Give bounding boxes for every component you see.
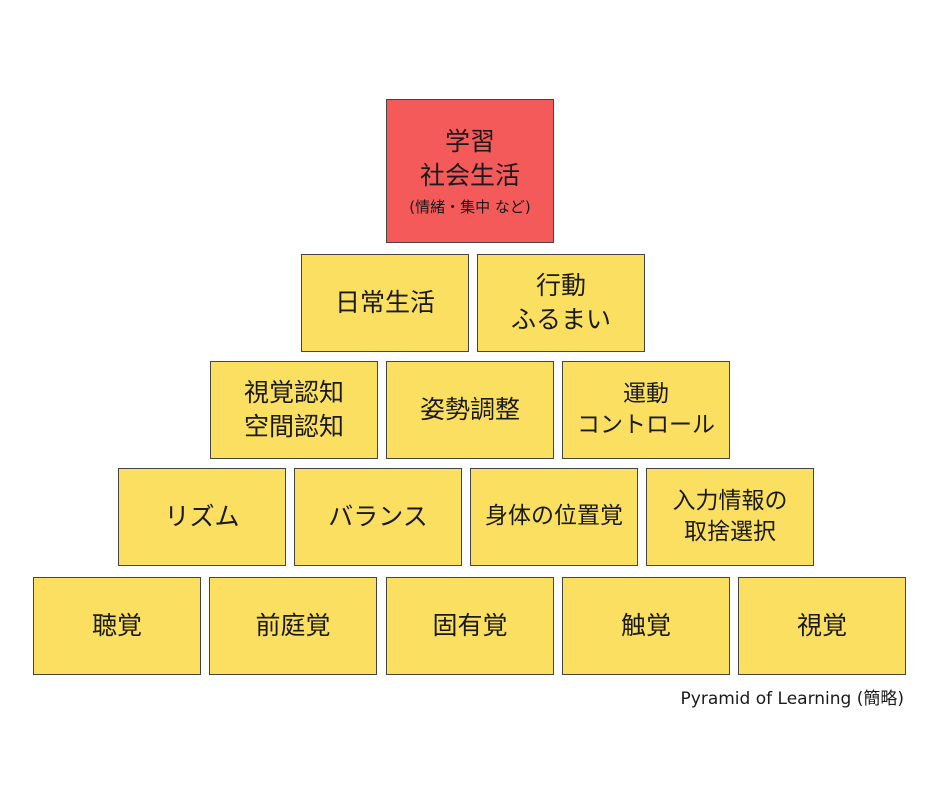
pyramid-block-body-position-sense: 身体の位置覚 [470, 468, 638, 566]
block-label-line1: バランス [328, 502, 428, 532]
block-label-line1: 運動 [623, 380, 669, 407]
block-label-line1: 日常生活 [334, 288, 435, 318]
pyramid-block-daily-life: 日常生活 [301, 254, 469, 352]
pyramid-block-rhythm: リズム [118, 468, 286, 566]
pyramid-block-motor-control: 運動 コントロール [562, 361, 730, 459]
pyramid-block-vestibular: 前庭覚 [209, 577, 377, 675]
block-note: (情緒・集中 など) [409, 197, 531, 216]
block-label-line1: 触覚 [620, 611, 671, 641]
block-label-line1: 視覚 [796, 611, 847, 641]
pyramid-block-touch: 触覚 [562, 577, 730, 675]
pyramid-block-behavior: 行動 ふるまい [477, 254, 645, 352]
block-label-line2: 社会生活 [419, 160, 520, 190]
block-label-line1: 身体の位置覚 [485, 503, 623, 530]
pyramid-block-vision: 視覚 [738, 577, 906, 675]
block-label-line1: リズム [164, 502, 240, 532]
block-label-line2: 空間認知 [243, 412, 344, 441]
block-label-line1: 聴覚 [91, 611, 142, 641]
pyramid-block-hearing: 聴覚 [33, 577, 201, 675]
pyramid-block-balance: バランス [294, 468, 462, 566]
block-label-line1: 姿勢調整 [419, 395, 520, 425]
block-label-line1: 行動 [535, 271, 586, 301]
block-label-line1: 入力情報の [672, 487, 788, 514]
block-label-line1: 前庭覚 [255, 611, 331, 641]
pyramid-block-visual-spatial-cognition: 視覚認知 空間認知 [210, 361, 378, 459]
pyramid-block-input-selection: 入力情報の 取捨選択 [646, 468, 814, 566]
block-label-line2: ふるまい [510, 305, 611, 334]
pyramid-block-posture-control: 姿勢調整 [386, 361, 554, 459]
block-label-line1: 学習 [444, 127, 495, 157]
pyramid-block-proprioception: 固有覚 [386, 577, 554, 675]
pyramid-block-learning-social: 学習 社会生活 (情緒・集中 など) [386, 99, 554, 243]
block-label-line2: コントロール [577, 412, 715, 438]
diagram-caption: Pyramid of Learning (簡略) [680, 689, 904, 709]
block-label-line1: 視覚認知 [243, 378, 344, 408]
block-label-line1: 固有覚 [432, 611, 508, 641]
block-label-line2: 取捨選択 [684, 519, 776, 545]
